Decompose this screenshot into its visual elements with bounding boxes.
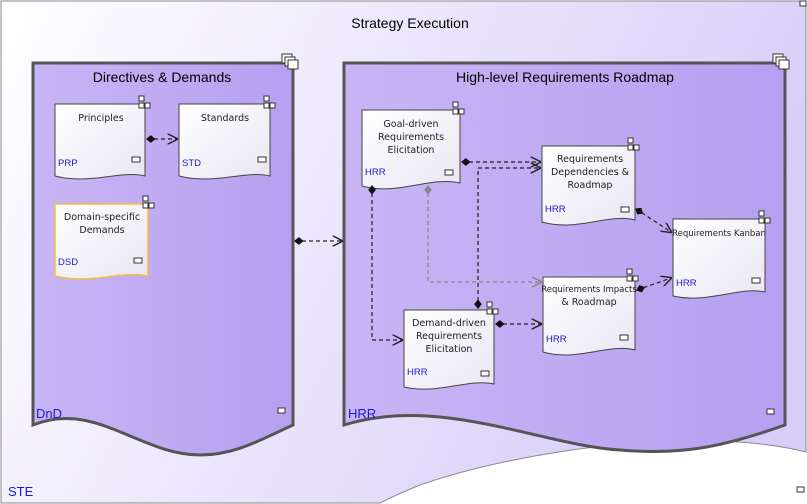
node-requirements-impacts-roadmap[interactable]: Requirements Impacts & Roadmap HRR (541, 268, 639, 356)
collapse-icon[interactable] (480, 370, 490, 377)
node-label-line3: Elicitation (426, 344, 473, 355)
node-domain-specific-demands[interactable]: Domain-specific Demands DSD (54, 195, 155, 280)
group-right-collapse-icon[interactable] (766, 408, 775, 415)
node-label-line2: Dependencies & (551, 167, 630, 178)
node-label-line2: Demands (79, 225, 124, 236)
node-code: DSD (58, 257, 78, 268)
node-label-line2: Requirements (378, 132, 444, 143)
node-label: Requirements Kanban (672, 229, 766, 239)
node-code: HRR (407, 367, 428, 378)
node-standards[interactable]: Standards STD (178, 95, 276, 180)
node-code: HRR (545, 204, 566, 215)
collapse-icon[interactable] (444, 169, 454, 176)
node-goal-driven-elicitation[interactable]: Goal-driven Requirements Elicitation HRR (361, 101, 465, 190)
group-left-code: DnD (36, 406, 62, 421)
collapse-icon[interactable] (751, 277, 761, 284)
outer-corner-icon (799, 0, 807, 7)
connector-impacts-to-kanban[interactable] (637, 278, 671, 290)
collapse-icon[interactable] (131, 156, 141, 163)
node-label-line2: & Roadmap (561, 297, 616, 308)
component-icon (758, 210, 771, 224)
node-label-line3: Roadmap (568, 180, 613, 191)
group-right-code: HRR (348, 406, 376, 421)
collapse-icon[interactable] (133, 257, 143, 264)
component-icon (627, 137, 640, 151)
node-code: PRP (58, 158, 78, 169)
group-right-title: High-level Requirements Roadmap (456, 69, 674, 85)
component-icon (263, 95, 276, 109)
group-left-title: Directives & Demands (93, 69, 232, 85)
outer-title: Strategy Execution (351, 15, 469, 31)
node-label-line1: Goal-driven (383, 119, 438, 130)
collapse-icon[interactable] (620, 206, 630, 213)
node-requirements-dependencies-roadmap[interactable]: Requirements Dependencies & Roadmap HRR (541, 137, 640, 226)
component-icon (452, 101, 465, 115)
outer-collapse-icon[interactable] (796, 486, 805, 493)
node-demand-driven-elicitation[interactable]: Demand-driven Requirements Elicitation H… (403, 301, 499, 390)
connector-demand-to-deps[interactable] (478, 168, 540, 308)
node-label-line1: Requirements Impacts (541, 285, 637, 295)
connector-goal-to-demand[interactable] (372, 186, 402, 340)
node-label-line1: Demand-driven (412, 318, 486, 329)
component-icon (138, 95, 151, 109)
stack-icon (772, 53, 790, 70)
node-requirements-kanban[interactable]: Requirements Kanban HRR (672, 210, 771, 299)
collapse-icon[interactable] (619, 334, 629, 341)
node-code: HRR (676, 278, 697, 289)
node-label-line1: Domain-specific (64, 212, 140, 223)
node-label-line2: Requirements (416, 331, 482, 342)
node-label: Standards (201, 113, 249, 124)
component-icon (142, 195, 155, 209)
node-code: HRR (365, 167, 386, 178)
stack-icon (281, 53, 299, 70)
node-label: Principles (78, 113, 124, 124)
node-code: HRR (546, 334, 567, 345)
group-left-collapse-icon[interactable] (277, 407, 286, 414)
collapse-icon[interactable] (257, 156, 267, 163)
node-label-line3: Elicitation (388, 145, 435, 156)
node-label-line1: Requirements (557, 154, 623, 165)
outer-code: STE (8, 484, 34, 499)
node-code: STD (182, 158, 201, 169)
node-principles[interactable]: Principles PRP (54, 95, 151, 180)
